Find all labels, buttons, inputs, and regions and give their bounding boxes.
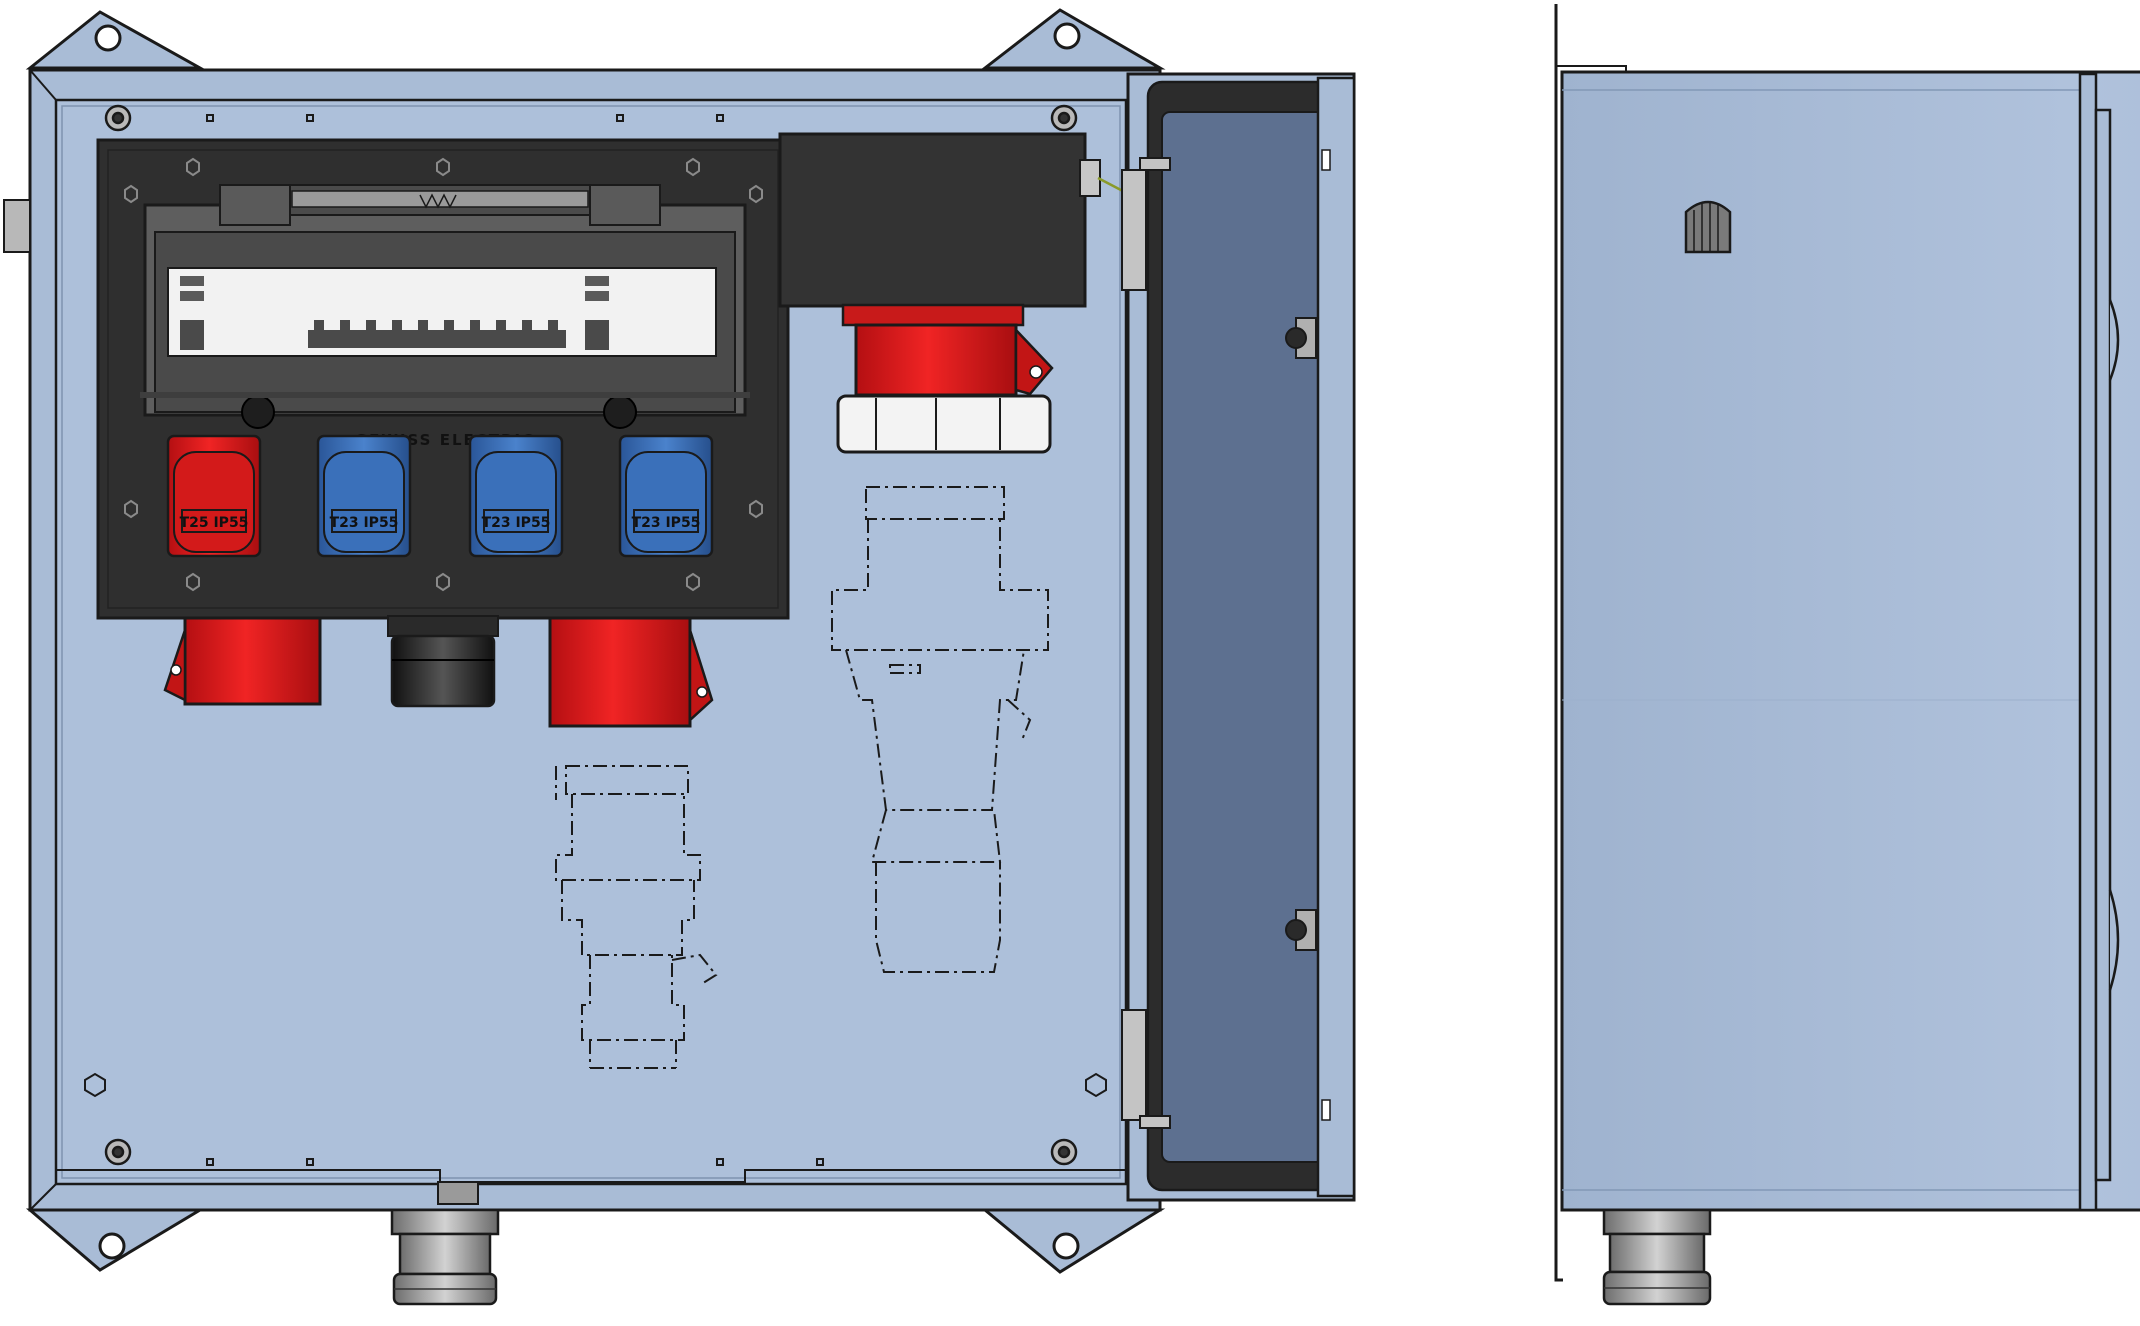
cee-plug-red (836, 303, 1054, 454)
inlet-red-center (548, 616, 714, 728)
mounting-bracket-top-left (25, 10, 206, 70)
socket-red-32a: T25 IP55 (166, 434, 262, 558)
open-door (1121, 72, 1356, 1202)
mounting-bracket-top-right (980, 8, 1166, 70)
distribution-panel: GEWISS ELECTRIC T25 IP55 T23 IP55 T23 IP… (96, 138, 790, 620)
socket-label-3: T23 IP55 (482, 515, 551, 531)
socket-blue-16a-1: T23 IP55 (316, 434, 412, 558)
breaker-housing: GEWISS ELECTRIC (140, 184, 750, 449)
cable-gland-black (387, 615, 499, 708)
socket-label-1: T25 IP55 (180, 515, 249, 531)
socket-label-2: T23 IP55 (330, 515, 399, 531)
front-view: GEWISS ELECTRIC T25 IP55 T23 IP55 T23 IP… (3, 8, 1356, 1306)
mounting-bracket-bottom-right (980, 1208, 1166, 1274)
inlet-red-left (163, 616, 322, 706)
bottom-cable-gland (390, 1181, 500, 1306)
corner-screws (104, 104, 1078, 1166)
side-view (1554, 4, 2140, 1306)
side-vent (1684, 200, 1732, 254)
phantom-socket-right (831, 486, 1049, 973)
terminal-box (778, 132, 1141, 308)
socket-blue-16a-2: T23 IP55 (468, 434, 564, 558)
socket-blue-16a-3: T23 IP55 (618, 434, 714, 558)
side-cable-gland (1602, 1208, 1712, 1306)
rim-rivets (84, 114, 1107, 1166)
mounting-bracket-bottom-left (25, 1208, 206, 1272)
phantom-plug-center (555, 765, 718, 1069)
socket-label-4: T23 IP55 (632, 515, 701, 531)
